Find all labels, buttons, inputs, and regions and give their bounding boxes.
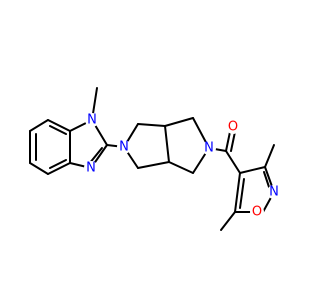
nitrogen-pyrrolidine-right-label: N	[204, 141, 214, 156]
benzene-ring	[29, 119, 71, 175]
isoxazole-ring	[220, 144, 275, 231]
nitrogen-pyrrolidine-left-label: N	[119, 140, 129, 155]
oxygen-isoxazole-label: O	[252, 205, 262, 220]
molecule-structure: N N N N O N O	[29, 87, 279, 231]
nitrogen-methyl-label: N	[87, 113, 97, 128]
bicyclic-pyrrolidine	[123, 117, 210, 174]
nitrogen-isoxazole-label: N	[269, 185, 279, 200]
imidazole-ring	[69, 87, 108, 169]
nitrogen-imidazole-label: N	[86, 161, 96, 176]
oxygen-carbonyl-label: O	[228, 120, 238, 135]
